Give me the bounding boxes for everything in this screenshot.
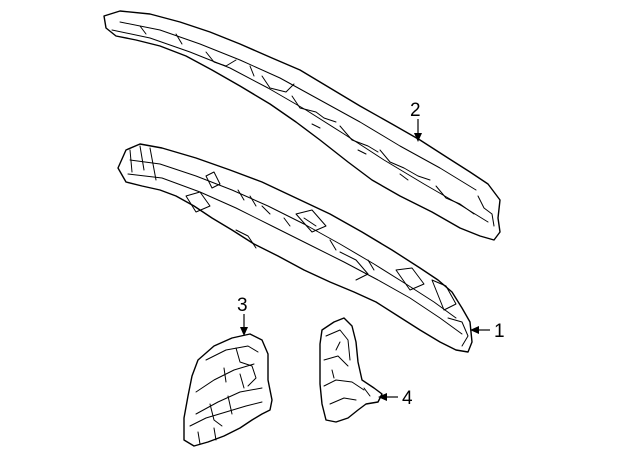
callout-2-leader [414, 119, 422, 142]
callout-1-label: 1 [494, 321, 505, 342]
part-3-bracket [183, 333, 273, 447]
callout-3-leader [240, 314, 248, 336]
part-2-upper-reinforcement [103, 10, 501, 241]
callout-4-leader [378, 393, 398, 401]
callout-1-leader [470, 326, 490, 334]
callout-3-label: 3 [237, 295, 248, 316]
part-1-main-panel [117, 143, 473, 353]
part-4-bracket [319, 317, 383, 423]
callout-2-label: 2 [410, 100, 421, 121]
callout-4-label: 4 [402, 388, 413, 409]
